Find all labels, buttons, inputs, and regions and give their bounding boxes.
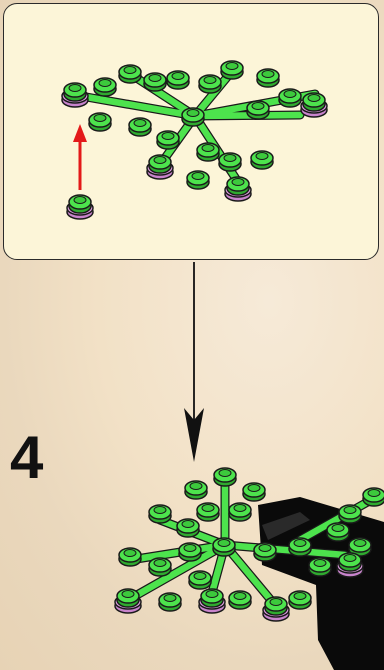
black-slope-brick-icon <box>258 497 384 670</box>
sub-assembly-panel <box>3 3 379 260</box>
round-plate-icon <box>67 195 93 219</box>
step-number: 4 <box>10 424 44 491</box>
red-arrow-icon <box>73 124 87 190</box>
plant-leaves-icon <box>62 60 327 201</box>
main-model-leaves <box>115 467 384 621</box>
down-arrow-icon <box>184 262 204 462</box>
